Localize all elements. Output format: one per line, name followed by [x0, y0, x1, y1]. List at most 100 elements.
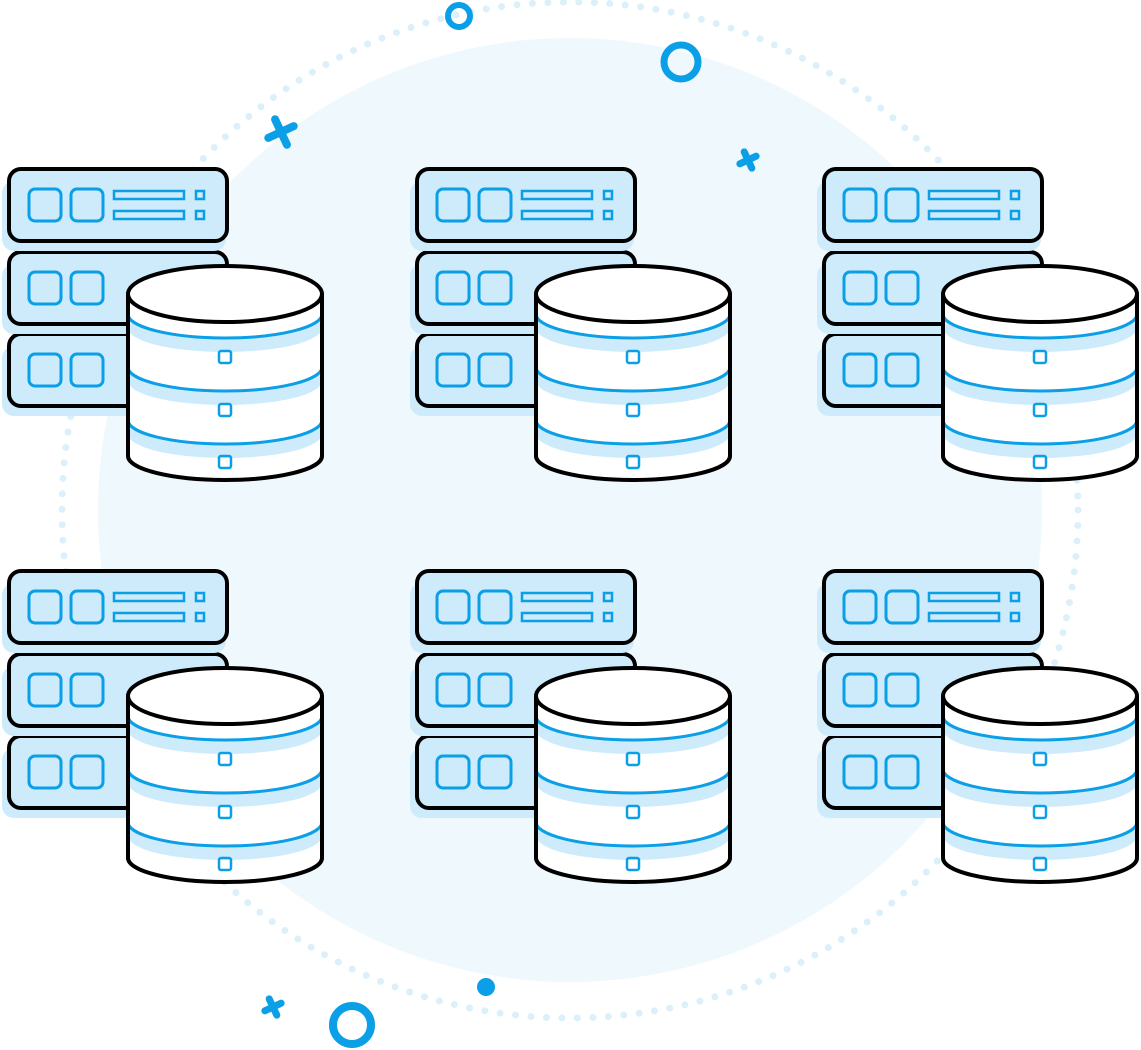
server-grid: [2, 167, 1139, 884]
server-db-unit-5: [410, 569, 732, 884]
led-icon: [602, 189, 614, 201]
server-rack: [822, 569, 1044, 645]
database-indicator-icon: [1032, 804, 1048, 820]
plus-icon: [736, 148, 760, 172]
database-band-line: [534, 715, 732, 742]
led-icon: [1009, 591, 1021, 603]
database-band-line: [534, 366, 732, 393]
drive-bay-icon: [69, 589, 105, 625]
server-db-unit-1: [2, 167, 324, 482]
database-top: [126, 666, 324, 726]
database-indicator-icon: [625, 454, 641, 470]
drive-bay-icon: [884, 352, 920, 388]
led-icon: [1009, 189, 1021, 201]
dot-icon: [477, 978, 495, 996]
database-band-line: [941, 366, 1139, 393]
led-icon: [194, 591, 206, 603]
database-outline: [126, 696, 324, 884]
database-band: [128, 314, 322, 352]
background-circle: [98, 38, 1042, 982]
led-icon: [602, 591, 614, 603]
database-band: [128, 822, 322, 860]
database-outline: [941, 696, 1139, 884]
led-icon: [1009, 209, 1021, 221]
drive-bay-icon: [884, 754, 920, 790]
database-band: [943, 769, 1137, 807]
database-band: [943, 314, 1137, 352]
drive-bay-icon: [842, 754, 878, 790]
vent-slot: [927, 611, 1001, 623]
database-band-line: [941, 313, 1139, 340]
database-outline: [534, 294, 732, 482]
database-indicator-icon: [217, 856, 233, 872]
database-indicator-icon: [625, 751, 641, 767]
database-band-line: [534, 313, 732, 340]
database-indicator-icon: [217, 402, 233, 418]
database-band: [128, 420, 322, 458]
database-top: [534, 264, 732, 324]
ring-icon: [660, 41, 702, 83]
database-band-line: [941, 419, 1139, 446]
drive-bay-icon: [27, 754, 63, 790]
drive-bay-icon: [69, 754, 105, 790]
database-band-line: [126, 419, 324, 446]
drive-bay-icon: [477, 352, 513, 388]
database-band-line: [126, 313, 324, 340]
database-top: [941, 666, 1139, 726]
led-icon: [602, 209, 614, 221]
vent-slot: [112, 611, 186, 623]
database-band: [536, 769, 730, 807]
database-top: [126, 264, 324, 324]
database-indicator-icon: [217, 454, 233, 470]
vent-slot: [520, 209, 594, 221]
database-indicator-icon: [1032, 402, 1048, 418]
drive-bay-icon: [27, 589, 63, 625]
server-db-unit-4: [2, 569, 324, 884]
drive-bay-icon: [27, 187, 63, 223]
drive-bay-icon: [842, 672, 878, 708]
background: [58, 0, 1082, 1022]
ring-icon: [445, 2, 473, 30]
vent-slot: [112, 209, 186, 221]
drive-bay-icon: [69, 270, 105, 306]
vent-slot: [112, 189, 186, 201]
database-indicator-icon: [1032, 349, 1048, 365]
database-band-line: [941, 768, 1139, 795]
vent-slot: [112, 591, 186, 603]
database-band: [128, 769, 322, 807]
plus-icon: [264, 115, 298, 149]
database-band-line: [941, 715, 1139, 742]
dotted-orbit: [58, 0, 1082, 1022]
database-indicator-icon: [217, 751, 233, 767]
led-icon: [194, 209, 206, 221]
database-band-line: [126, 768, 324, 795]
drive-bay-icon: [435, 352, 471, 388]
database-band: [128, 367, 322, 405]
vent-slot: [927, 189, 1001, 201]
drive-bay-icon: [884, 270, 920, 306]
database-band: [943, 420, 1137, 458]
server-rack: [415, 167, 637, 243]
led-icon: [1009, 611, 1021, 623]
database-indicator-icon: [217, 349, 233, 365]
drive-bay-icon: [842, 589, 878, 625]
database-band: [536, 314, 730, 352]
database-top: [941, 264, 1139, 324]
database-band: [536, 420, 730, 458]
drive-bay-icon: [27, 270, 63, 306]
vent-slot: [520, 189, 594, 201]
database-band: [536, 716, 730, 754]
server-rack: [415, 569, 637, 645]
drive-bay-icon: [477, 270, 513, 306]
database-indicator-icon: [625, 349, 641, 365]
server-rack: [7, 167, 229, 243]
drive-bay-icon: [435, 270, 471, 306]
server-db-unit-6: [817, 569, 1139, 884]
drive-bay-icon: [27, 672, 63, 708]
drive-bay-icon: [69, 672, 105, 708]
database-band: [943, 822, 1137, 860]
database-band: [128, 716, 322, 754]
plus-icon: [261, 995, 285, 1019]
database-band-line: [534, 821, 732, 848]
